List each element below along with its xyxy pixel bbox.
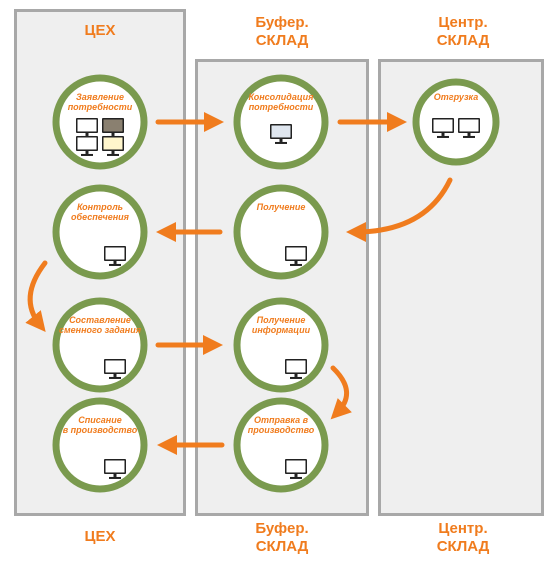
node-label-line: Контроль (77, 202, 123, 212)
node-label-line: Списание (78, 415, 121, 425)
node-label-line: в производство (63, 425, 138, 435)
label-workshop-top: ЦЕХ (84, 22, 116, 39)
node-label-line: Получение (257, 315, 306, 325)
monitor-icon (285, 359, 307, 379)
node-circle (233, 74, 329, 170)
node-label-line: Отгрузка (434, 92, 478, 102)
node-receiving: Получение (233, 184, 329, 280)
node-label-line: сменного задания (59, 325, 142, 335)
monitor-icon (458, 118, 480, 138)
monitor-icon (270, 124, 292, 144)
node-label-line: Заявление (76, 92, 124, 102)
node-label-line: Составление (69, 315, 131, 325)
monitor-icon (104, 359, 126, 379)
arrow-info-to-send (330, 365, 352, 420)
monitor-icon (76, 136, 98, 156)
monitor-icon (102, 136, 124, 156)
monitor-icon (104, 246, 126, 266)
label-central-bottom: Центр. СКЛАД (436, 520, 490, 555)
label-buffer-bottom: Буфер. СКЛАД (255, 520, 309, 555)
label-workshop-bottom: ЦЕХ (84, 528, 116, 545)
node-label-line: Консолидация (249, 92, 315, 102)
node-label-line: потребности (68, 102, 133, 112)
monitor-icon (285, 246, 307, 266)
label-central-top: Центр. СКЛАД (436, 14, 490, 49)
node-label-line: Отправка в (254, 415, 309, 425)
label-buffer-top: Буфер. СКЛАД (255, 14, 309, 49)
node-label-line: информации (252, 325, 311, 335)
node-label-line: потребности (249, 102, 314, 112)
monitor-icon (285, 459, 307, 479)
monitor-icon (432, 118, 454, 138)
node-circle (412, 78, 500, 166)
node-label-line: обеспечения (71, 212, 130, 222)
node-label-line: Получение (257, 202, 306, 212)
arrow-control-to-compile (25, 260, 48, 332)
arrow-shipment-to-receiving (346, 177, 453, 242)
monitor-icon (104, 459, 126, 479)
node-label-line: производство (248, 425, 315, 435)
node-shipment: Отгрузка (412, 78, 500, 166)
